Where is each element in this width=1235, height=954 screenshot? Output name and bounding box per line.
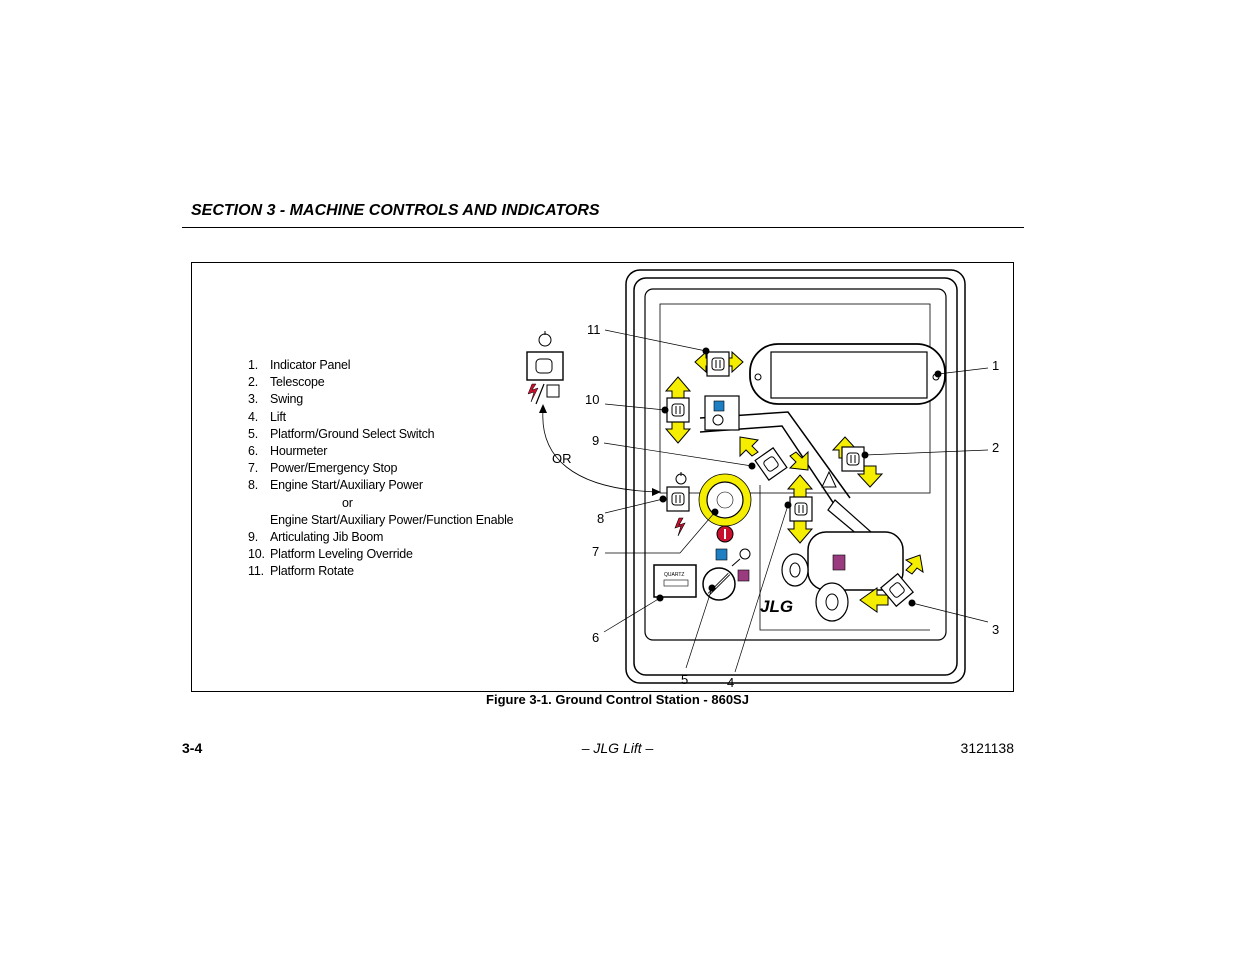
toggle-switch-lift[interactable] [789, 496, 813, 522]
emergency-stop-center [716, 491, 734, 509]
callout-3: 3 [992, 622, 999, 637]
wheel-hub [825, 593, 839, 611]
machine-turntable [807, 531, 904, 591]
toggle-switch-platform-rotate[interactable] [706, 351, 730, 377]
key-indicator [739, 548, 751, 560]
footer-title: – JLG Lift – [581, 740, 654, 756]
enclosure-inner [633, 277, 958, 676]
jlg-logo: JLG [760, 597, 793, 616]
enclosure-outer [625, 269, 966, 684]
ground-indicator [715, 548, 728, 561]
legend-item: 8.Engine Start/Auxiliary Power [248, 478, 423, 493]
panel-lower-area [759, 485, 930, 631]
callout-1: 1 [992, 358, 999, 373]
boom-tip [821, 470, 837, 488]
machine-decal [832, 554, 846, 571]
indicator-panel-window [770, 351, 928, 399]
figure-frame [191, 262, 1014, 692]
toggle-switch-engine-start[interactable] [666, 486, 690, 512]
callout-4: 4 [727, 675, 734, 690]
or-label: OR [552, 451, 572, 466]
panel-face [644, 288, 947, 641]
arrow-set [664, 350, 924, 613]
basket-indicator [713, 400, 725, 412]
or-connector-line [542, 409, 661, 493]
basket-pivot [712, 414, 724, 426]
document-number: 3121138 [960, 740, 1014, 756]
toggle-switch-leveling-override[interactable] [666, 397, 690, 423]
header-rule [182, 227, 1024, 228]
arrowhead [652, 488, 661, 496]
legend-item-alt: Engine Start/Auxiliary Power/Function En… [270, 512, 514, 527]
page-number: 3-4 [182, 740, 203, 756]
callout-dots [656, 347, 942, 607]
toggle-switch-telescope[interactable] [841, 446, 865, 472]
callout-10: 10 [585, 392, 599, 407]
hourmeter-brand: QUARTZ [664, 572, 684, 578]
toggle-switch-swing[interactable] [880, 572, 914, 608]
callout-11: 11 [587, 322, 601, 337]
alt-switch-illustration [526, 331, 564, 405]
toggle-switch-jib-boom[interactable] [754, 447, 788, 481]
callout-5: 5 [681, 672, 688, 687]
legend-item: 10.Platform Leveling Override [248, 547, 413, 562]
callout-9: 9 [592, 433, 599, 448]
callout-6: 6 [592, 630, 599, 645]
leader-lines [603, 329, 989, 673]
callout-8: 8 [597, 511, 604, 526]
wheel-icon [781, 553, 809, 587]
screw-icon [754, 373, 762, 381]
arrowhead [539, 404, 547, 413]
engine-icon [675, 472, 687, 485]
power-bolt-icon [674, 517, 686, 537]
wheel-hub [789, 562, 801, 578]
legend-item: 5.Platform/Ground Select Switch [248, 426, 435, 441]
callout-7: 7 [592, 544, 599, 559]
figure-caption: Figure 3-1. Ground Control Station - 860… [486, 692, 749, 707]
legend-item: 2.Telescope [248, 375, 325, 390]
legend-item: 11.Platform Rotate [248, 564, 354, 579]
legend-item: 7.Power/Emergency Stop [248, 461, 398, 476]
legend-item: 9.Articulating Jib Boom [248, 530, 384, 545]
legend-item: 1.Indicator Panel [248, 358, 351, 372]
wheel-icon [815, 582, 849, 622]
legend-item: 6.Hourmeter [248, 444, 328, 459]
legend-item: 4.Lift [248, 409, 286, 424]
legend-item: 3.Swing [248, 392, 304, 407]
hourmeter-display [663, 579, 689, 587]
section-title: SECTION 3 - MACHINE CONTROLS AND INDICAT… [191, 202, 600, 219]
callout-2: 2 [992, 440, 999, 455]
platform-indicator [737, 569, 750, 582]
legend-list: 1.Indicator Panel 2.Telescope 3.Swing 4.… [248, 357, 514, 581]
legend-or: or [342, 495, 353, 510]
